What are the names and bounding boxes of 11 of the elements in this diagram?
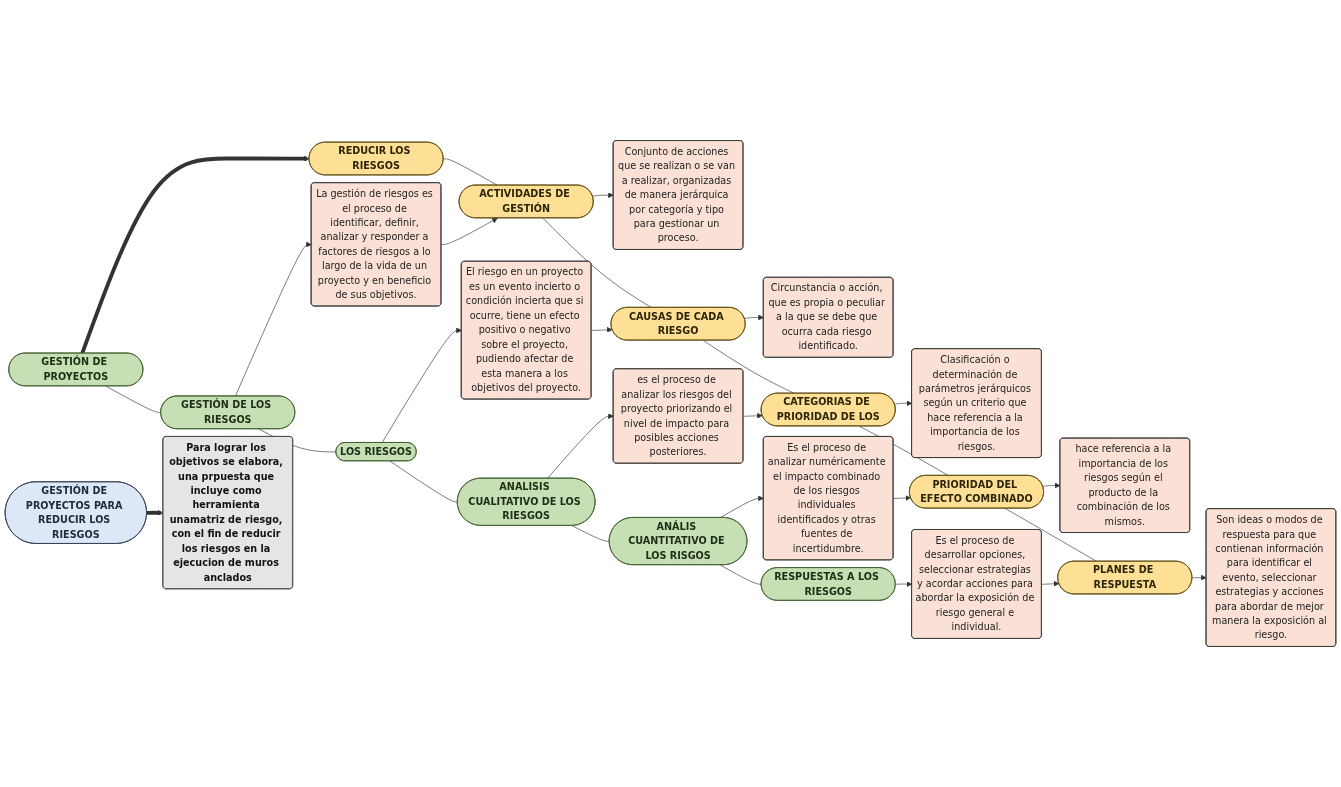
connector	[105, 385, 162, 413]
arrow	[80, 155, 310, 355]
connector	[443, 158, 498, 186]
connector	[719, 564, 762, 585]
connector	[1004, 508, 1098, 562]
connector	[571, 525, 610, 542]
connector	[542, 217, 652, 308]
connector	[702, 340, 795, 394]
connector	[859, 425, 949, 476]
arrow	[146, 509, 164, 516]
connector	[389, 460, 458, 503]
